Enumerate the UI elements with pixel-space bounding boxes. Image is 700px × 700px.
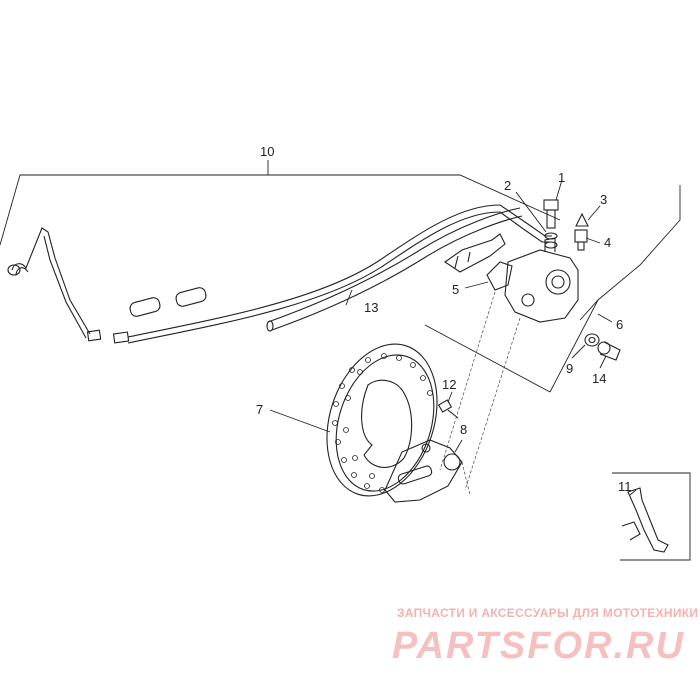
watermark-tagline: ЗАПЧАСТИ И АКСЕССУАРЫ ДЛЯ МОТОТЕХНИКИ xyxy=(397,606,698,620)
brake-pipe xyxy=(7,227,130,344)
callout-14: 14 xyxy=(592,371,606,386)
callout-13: 13 xyxy=(364,300,378,315)
callout-5: 5 xyxy=(452,282,459,297)
callout-8: 8 xyxy=(460,422,467,437)
brake-caliper xyxy=(504,237,579,323)
brake-hose xyxy=(127,204,552,344)
bleed-screw xyxy=(574,229,588,251)
spacer-washer xyxy=(584,333,600,347)
callout-labels: 1 2 3 4 5 6 7 8 9 10 11 12 13 14 xyxy=(256,144,632,494)
leader-lines xyxy=(269,179,637,496)
caliper-assembly-box xyxy=(424,185,681,393)
watermark-logo: PARTSFOR.RU xyxy=(392,625,685,667)
bleed-cap xyxy=(575,212,589,227)
disc-holes xyxy=(332,353,433,493)
callout-1: 1 xyxy=(558,170,565,185)
callout-6: 6 xyxy=(616,317,623,332)
watermark: ЗАПЧАСТИ И АКСЕССУАРЫ ДЛЯ МОТОТЕХНИКИ PA… xyxy=(392,606,698,667)
alignment-lines xyxy=(439,291,521,496)
callout-10: 10 xyxy=(260,144,274,159)
disc-screw xyxy=(437,399,459,419)
callout-7: 7 xyxy=(256,402,263,417)
callout-11: 11 xyxy=(618,479,632,494)
bleed-tube xyxy=(129,207,523,332)
callout-12: 12 xyxy=(442,377,456,392)
hose-group-bracket xyxy=(0,160,561,246)
callout-9: 9 xyxy=(566,361,573,376)
callout-2: 2 xyxy=(504,178,511,193)
sealing-washers xyxy=(544,232,558,249)
brake-disc xyxy=(326,343,438,497)
caliper-bolt xyxy=(597,341,621,361)
brake-pads xyxy=(444,233,513,291)
callout-3: 3 xyxy=(600,192,607,207)
callout-4: 4 xyxy=(604,235,611,250)
banjo-bolt xyxy=(543,199,559,229)
clip-inset xyxy=(612,472,691,561)
